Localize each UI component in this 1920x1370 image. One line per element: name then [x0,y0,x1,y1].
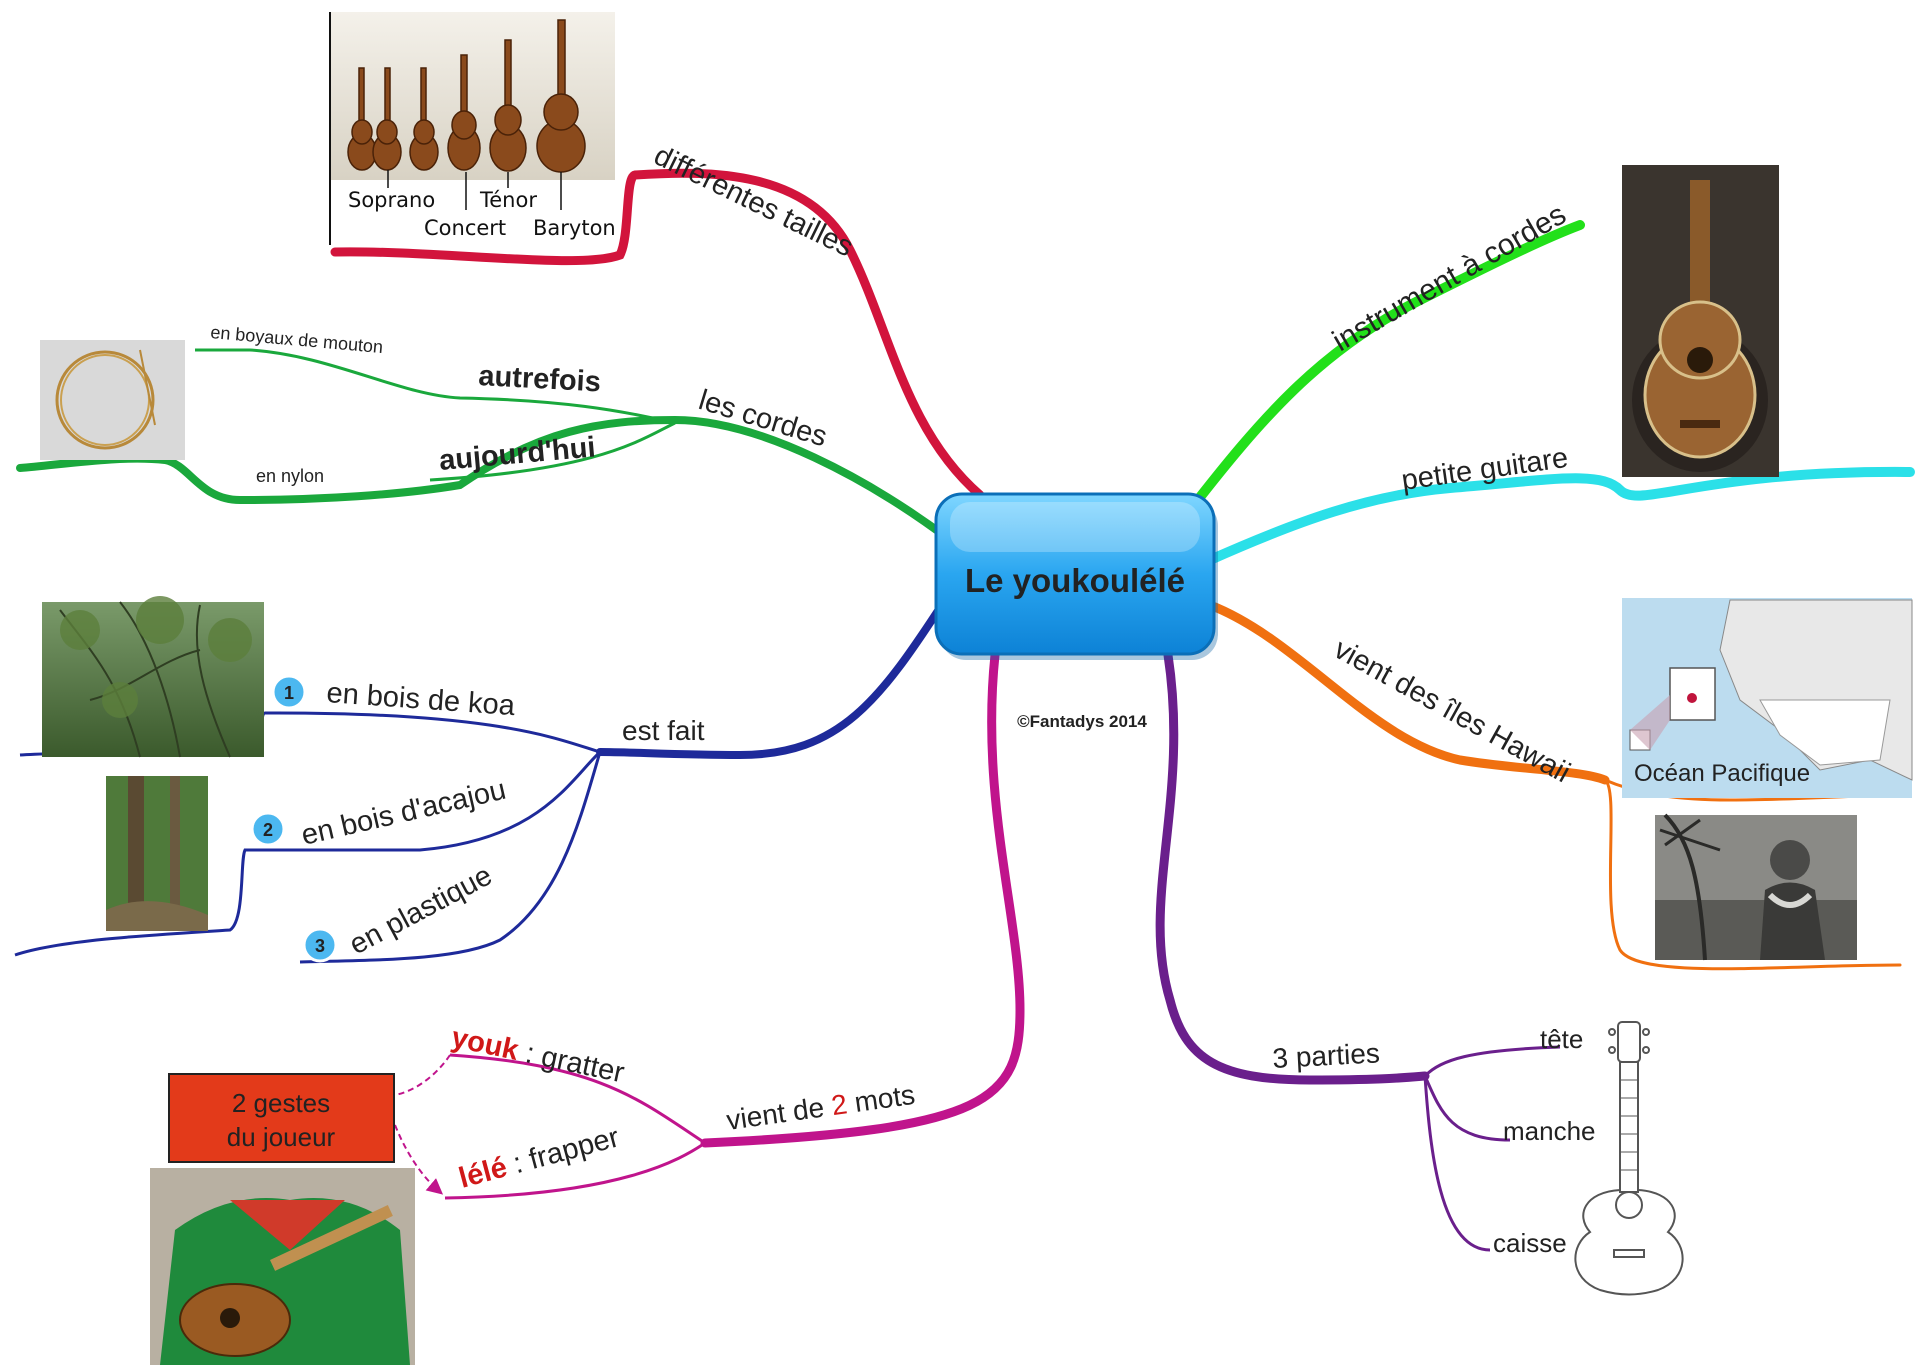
svg-text:3: 3 [315,936,325,956]
label-tete: tête [1540,1024,1583,1054]
label-aujourdhui-detail: en nylon [256,466,324,486]
label-youk: youk : gratter [449,1022,628,1090]
number-badge-2 [250,811,286,847]
svg-text:2 gestes: 2 gestes [232,1088,330,1118]
size-soprano: Soprano [348,188,435,212]
dashed-arrow-bottom [394,1124,444,1195]
item-plastique: 3 en plastique [302,859,497,963]
label-autrefois-detail: en boyaux de mouton [210,322,384,357]
label-caisse: caisse [1493,1228,1567,1258]
svg-text:du joueur: du joueur [227,1122,336,1152]
branch-plastique [299,751,602,964]
branch-mots [700,650,1025,1148]
branch-youk [449,1053,706,1145]
center-title: Le youkoulélé [965,562,1185,599]
koa-tree-photo [42,596,264,758]
branch-tailles [330,168,985,500]
ukulele-sizes-photo: Soprano Concert Ténor Baryton [329,12,616,245]
number-badge-3 [302,927,338,963]
map-label: Océan Pacifique [1634,760,1810,787]
label-manche: manche [1503,1116,1596,1146]
string-coil-photo [40,340,185,460]
ukulele-outline-drawing [1574,1021,1684,1296]
size-tenor: Ténor [479,188,537,212]
mahogany-tree-photo [106,776,208,931]
ukulele-player-photo [150,1168,415,1365]
dashed-arrow-top [394,1054,451,1096]
center-node: Le youkoulélé [934,492,1218,660]
label-instrument: instrument à cordes [1327,198,1572,358]
north-america-map: Océan Pacifique [1622,598,1913,798]
gestures-box: 2 gestes du joueur [168,1073,395,1163]
svg-text:1: 1 [284,683,294,703]
item-acajou: 2 en bois d'acajou [250,774,509,852]
branch-acajou [14,750,602,957]
label-plastique: en plastique [344,859,497,961]
hawaiian-woman-photo [1655,813,1857,961]
label-fait: est fait [622,715,705,746]
ukulele-case-photo [1622,165,1779,477]
copyright: ©Fantadys 2014 [1017,712,1147,731]
svg-text:2: 2 [263,820,273,840]
branch-tete [1423,1045,1561,1078]
size-baryton: Baryton [533,216,616,240]
branch-fait [596,596,949,760]
number-badge-1 [271,674,307,710]
branch-parties [1155,650,1430,1085]
label-autrefois: autrefois [478,360,602,398]
label-tailles: différentes tailles [649,140,858,264]
branch-manche [1423,1075,1511,1142]
label-aujourdhui: aujourd'hui [438,431,597,477]
branch-autrefois [195,348,676,425]
branch-caisse [1423,1075,1491,1252]
label-parties: 3 parties [1272,1037,1381,1074]
size-concert: Concert [424,216,506,240]
branch-lele [444,1141,706,1200]
branch-guitare [1205,466,1915,565]
branch-instrument [1185,220,1585,515]
label-cordes: les cordes [695,384,831,453]
branch-aujourdhui [429,421,676,482]
